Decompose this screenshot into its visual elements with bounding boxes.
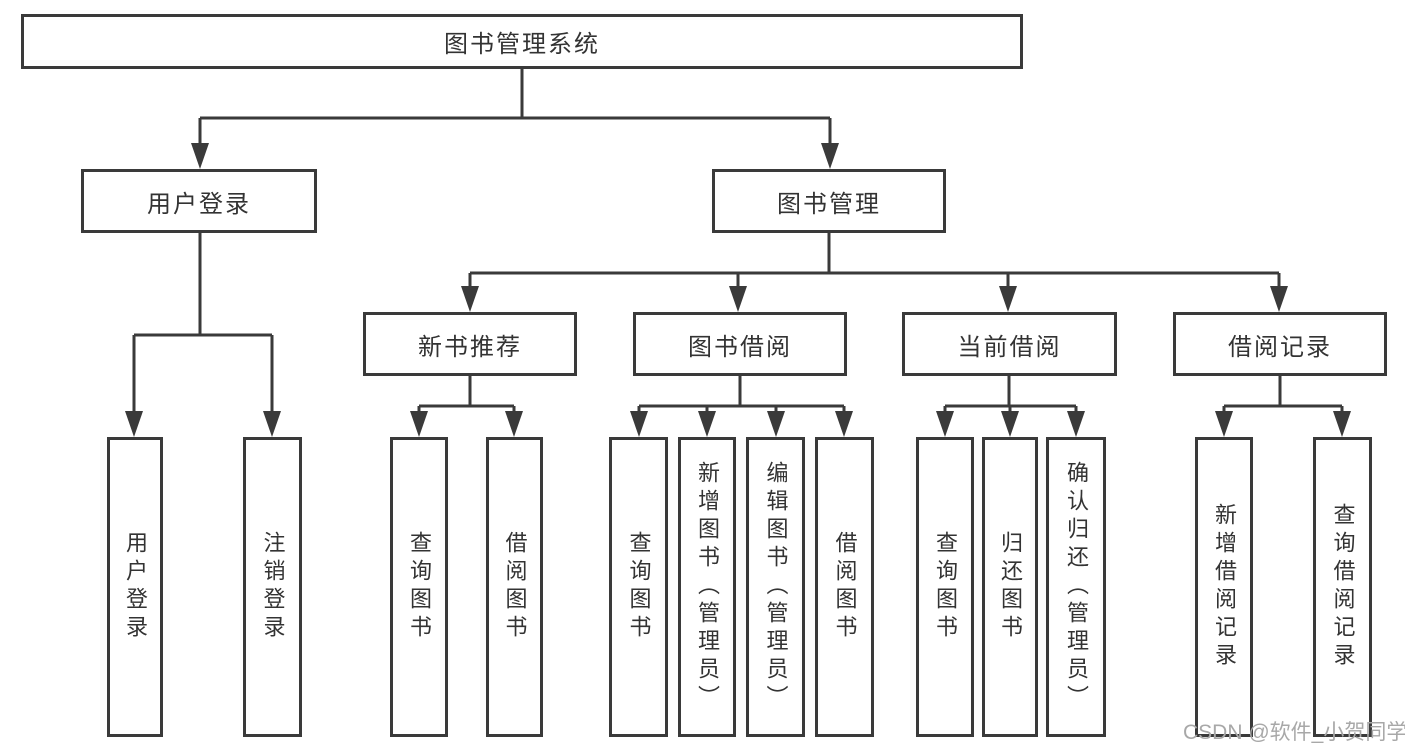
node-label: 确认归还（管理员） (1064, 461, 1089, 713)
node-label: 借阅图书 (502, 531, 528, 643)
node-label: 图书借阅 (688, 333, 792, 361)
node-label: 图书管理 (777, 190, 881, 218)
node-label: 借阅记录 (1228, 333, 1332, 361)
node-label: 用户登录 (123, 531, 148, 643)
node-label: 编辑图书（管理员） (763, 461, 789, 713)
node-book-management: 图书管理 (712, 169, 946, 233)
leaf-add-book-admin: 新增图书（管理员） (678, 437, 736, 737)
node-new-book-recommend: 新书推荐 (363, 312, 577, 376)
node-library-management-system: 图书管理系统 (21, 14, 1023, 69)
node-book-borrowing: 图书借阅 (633, 312, 847, 376)
leaf-query-book: 查询图书 (916, 437, 974, 737)
node-label: 新增图书（管理员） (695, 461, 720, 713)
csdn-watermark: CSDN @软件_小贺同学 (1183, 721, 1405, 744)
leaf-query-book: 查询图书 (390, 437, 448, 737)
node-label: 归还图书 (998, 531, 1023, 643)
leaf-logout: 注销登录 (243, 437, 302, 737)
node-label: 用户登录 (147, 190, 251, 218)
node-label: 查询图书 (407, 531, 432, 643)
leaf-add-borrow-record: 新增借阅记录 (1195, 437, 1253, 737)
node-borrow-records: 借阅记录 (1173, 312, 1387, 376)
leaf-edit-book-admin: 编辑图书（管理员） (746, 437, 805, 737)
leaf-borrow-book: 借阅图书 (815, 437, 874, 737)
node-current-borrowing: 当前借阅 (902, 312, 1117, 376)
leaf-borrow-book: 借阅图书 (486, 437, 543, 737)
node-label: 新书推荐 (418, 333, 522, 361)
node-label: 借阅图书 (832, 531, 858, 643)
node-label: 新增借阅记录 (1212, 503, 1237, 671)
node-label: 查询图书 (933, 531, 958, 643)
leaf-return-book: 归还图书 (982, 437, 1038, 737)
node-user-login: 用户登录 (81, 169, 317, 233)
leaf-query-book: 查询图书 (609, 437, 668, 737)
leaf-query-borrow-record: 查询借阅记录 (1313, 437, 1372, 737)
node-label: 图书管理系统 (444, 31, 600, 58)
node-label: 查询借阅记录 (1330, 503, 1356, 671)
node-label: 注销登录 (260, 531, 286, 643)
leaf-user-login: 用户登录 (107, 437, 163, 737)
node-label: 当前借阅 (957, 333, 1062, 361)
node-label: 查询图书 (626, 531, 652, 643)
leaf-confirm-return-admin: 确认归还（管理员） (1046, 437, 1106, 737)
